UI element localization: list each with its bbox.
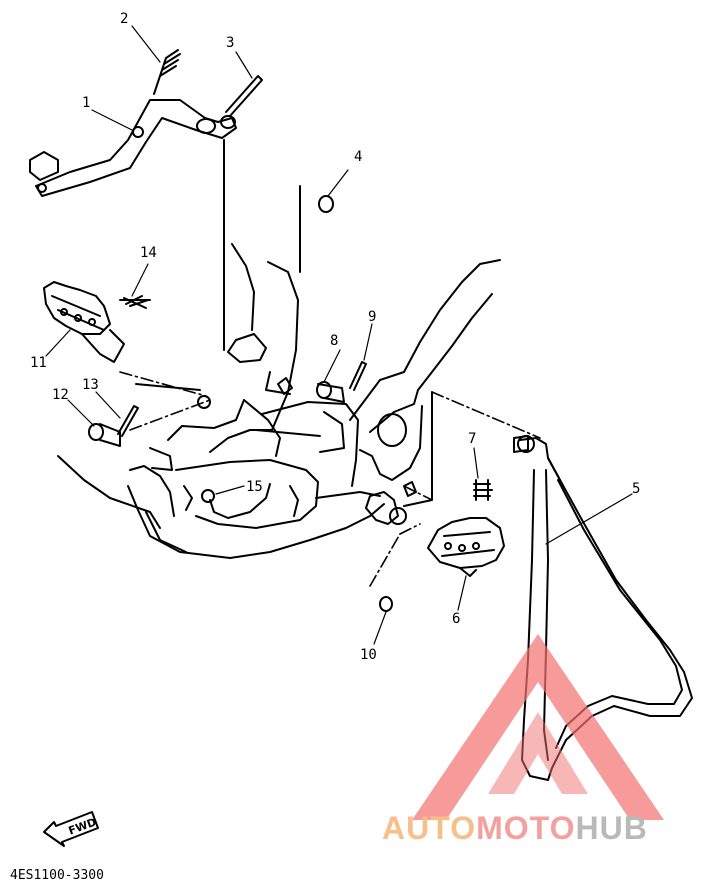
callout-10: 10 [360,647,377,663]
forward-arrow-icon [43,811,99,847]
washer-part-10 [379,596,393,612]
watermark-logo-icon [412,634,664,820]
spring-part-14 [119,295,151,309]
callout-leaders [45,25,633,645]
washer-part-4 [318,195,334,213]
watermark-auto: AUTO [382,810,477,846]
callout-11: 11 [30,355,47,371]
washer-part-8 [316,381,345,403]
washer-part-12 [88,423,121,447]
callout-13: 13 [82,377,99,393]
callout-2: 2 [120,11,129,27]
callout-7: 7 [468,431,477,447]
callout-5: 5 [632,481,641,497]
frame-structure [57,139,501,559]
callout-8: 8 [330,333,339,349]
watermark-moto: MOTO [476,810,576,846]
callout-6: 6 [452,611,461,627]
callout-3: 3 [226,35,235,51]
footpeg-left-part [43,281,125,363]
callout-9: 9 [368,309,377,325]
callout-12: 12 [52,387,69,403]
callout-14: 14 [140,245,157,261]
leader-lines [119,139,541,587]
spring-part [153,49,181,95]
callout-1: 1 [82,95,91,111]
footpeg-right-part [427,517,505,577]
watermark-hub: HUB [575,810,648,846]
brake-pedal-part [29,99,237,197]
spring-part-7 [473,479,493,501]
pin-part-9 [349,361,367,391]
diagram-code: 4ES1100-3300 [10,868,104,883]
callout-4: 4 [354,149,363,165]
cotter-pin-part [225,75,263,117]
watermark-text: AUTOMOTOHUB [382,810,648,847]
callout-15: 15 [246,479,263,495]
pin-part-13 [117,405,139,437]
